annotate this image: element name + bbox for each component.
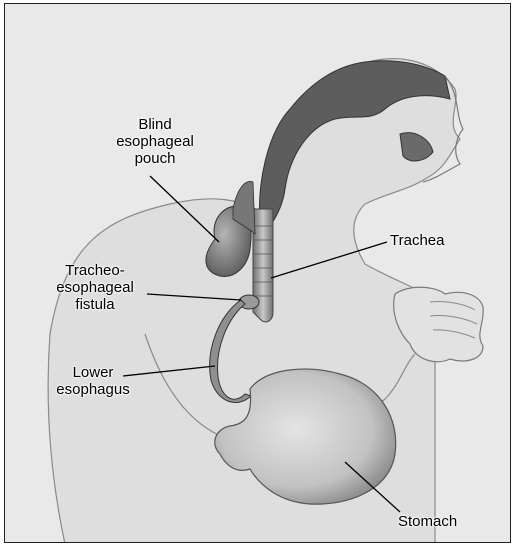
label-lower-esophagus: Lower esophagus — [33, 364, 153, 398]
label-blind-esophageal-pouch: Blind esophageal pouch — [95, 116, 215, 167]
label-trachea: Trachea — [390, 232, 480, 249]
label-stomach: Stomach — [398, 513, 498, 530]
label-tracheoesophageal-fistula: Tracheo- esophageal fistula — [30, 262, 160, 313]
diagram-frame: Blind esophageal pouch Trachea Tracheo- … — [4, 3, 511, 543]
